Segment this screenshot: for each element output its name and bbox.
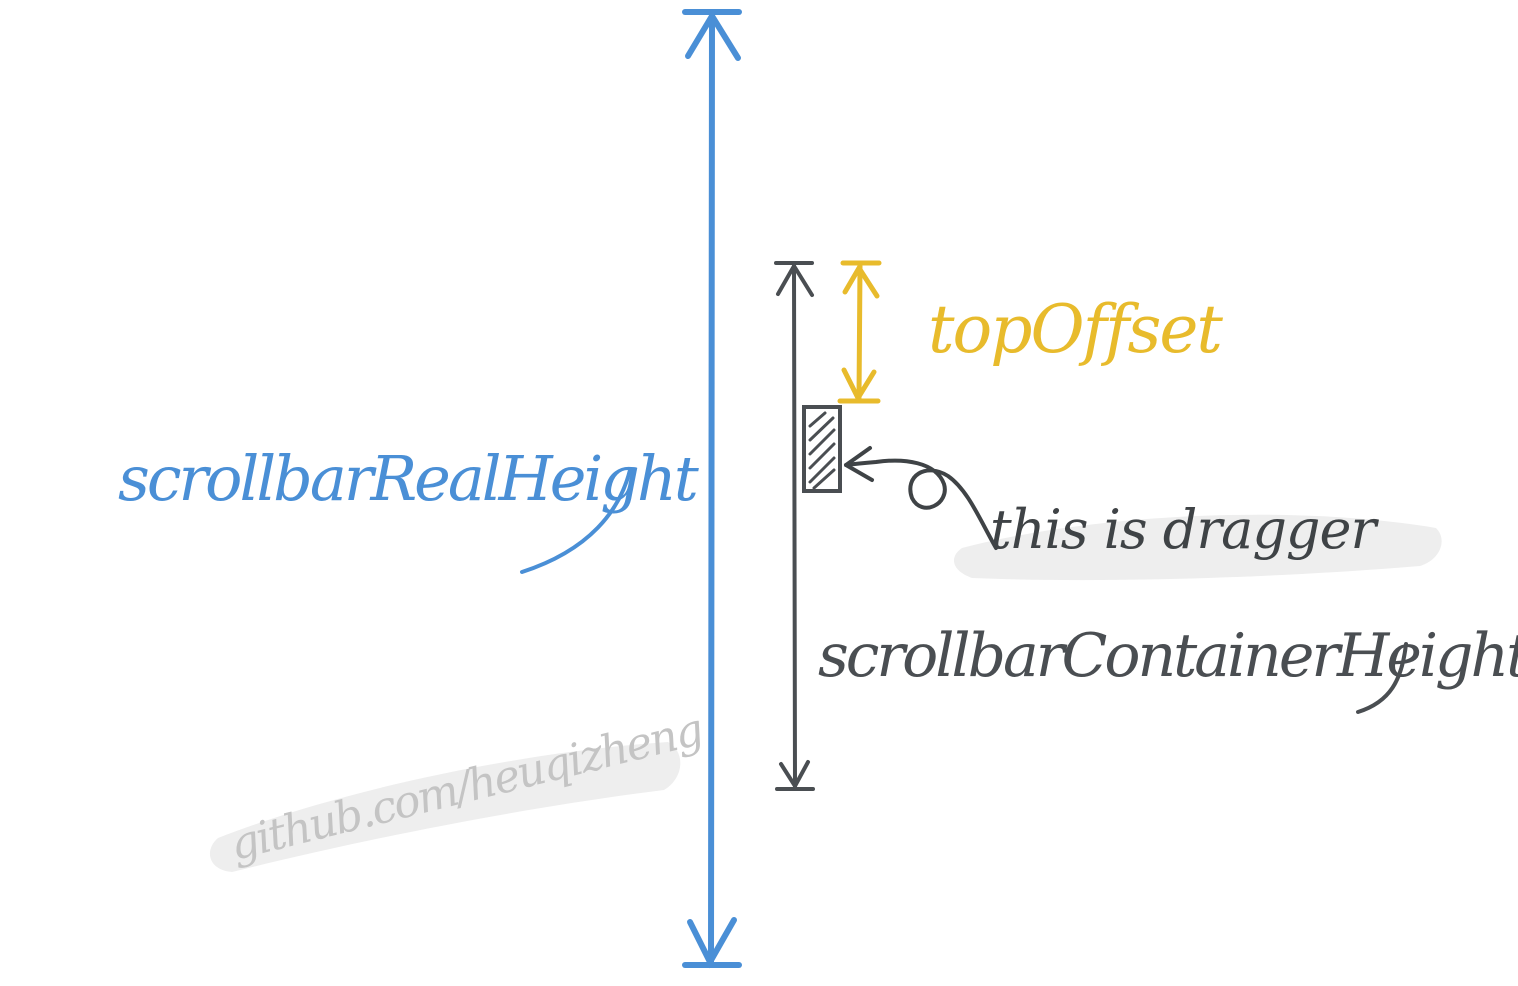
container-height-label: scrollbarContainerHeight bbox=[818, 621, 1518, 691]
dragger-note-highlight bbox=[953, 514, 1442, 581]
container-height-descender bbox=[1356, 642, 1408, 714]
top-offset-arrow bbox=[837, 260, 882, 404]
container-height-arrow bbox=[774, 261, 815, 791]
curly-arrow-icon bbox=[844, 446, 998, 550]
real-height-arrow bbox=[682, 9, 742, 969]
top-offset-label: topOffset bbox=[928, 291, 1223, 368]
dragger-note-label: this is dragger bbox=[990, 498, 1379, 561]
real-height-label: scrollbarRealHeight bbox=[118, 442, 699, 515]
real-height-descender bbox=[520, 468, 632, 574]
credit-highlight bbox=[209, 742, 681, 872]
dragger-box bbox=[802, 405, 842, 493]
